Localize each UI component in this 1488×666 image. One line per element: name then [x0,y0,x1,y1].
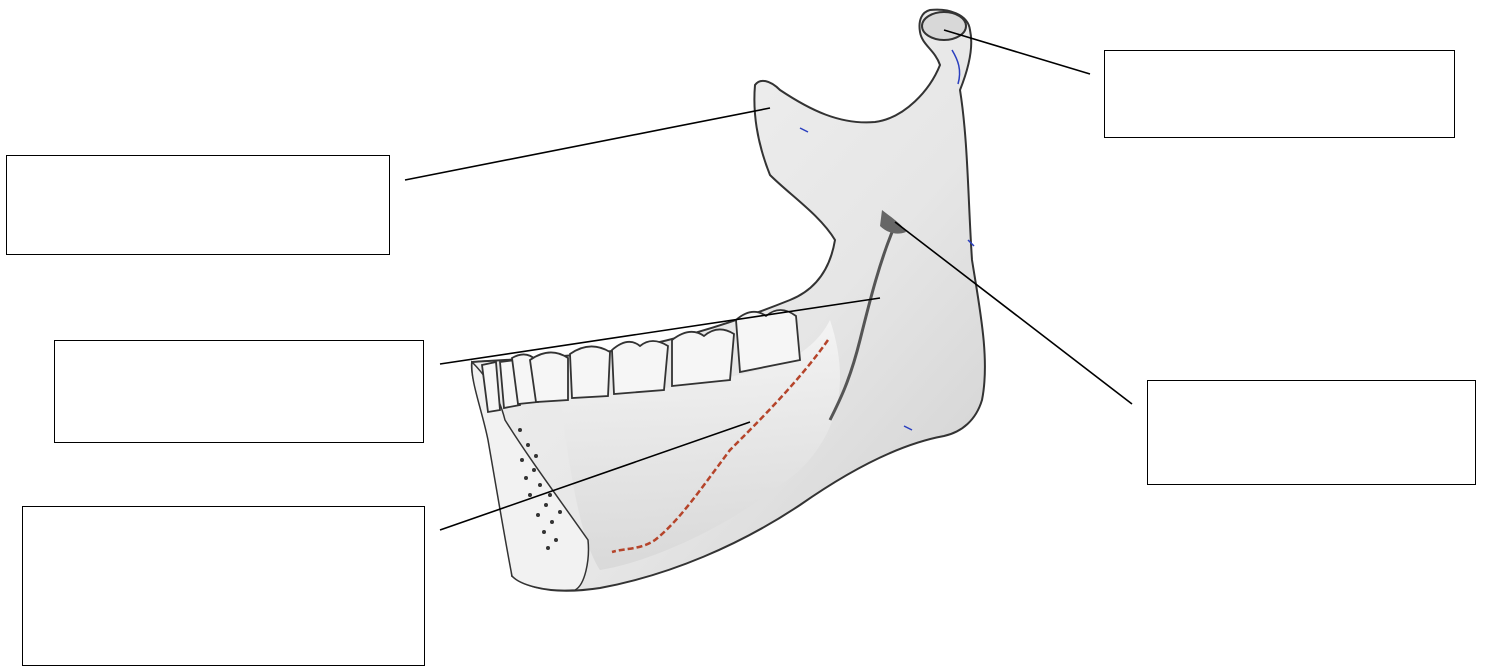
tooth-molar-1 [612,341,668,394]
label-box-mandibular-foramen[interactable] [1147,380,1476,485]
tooth-molar-3 [736,310,800,372]
label-box-coronoid-process[interactable] [6,155,390,255]
label-box-teeth[interactable] [54,340,424,443]
tooth-premolar-1 [530,352,568,402]
tooth-molar-2 [672,329,734,386]
label-box-mylohyoid-line[interactable] [22,506,425,666]
leader-line-coronoid [405,108,770,180]
tooth-premolar-2 [570,346,610,398]
condyle-head [922,12,966,40]
label-box-condyle[interactable] [1104,50,1455,138]
